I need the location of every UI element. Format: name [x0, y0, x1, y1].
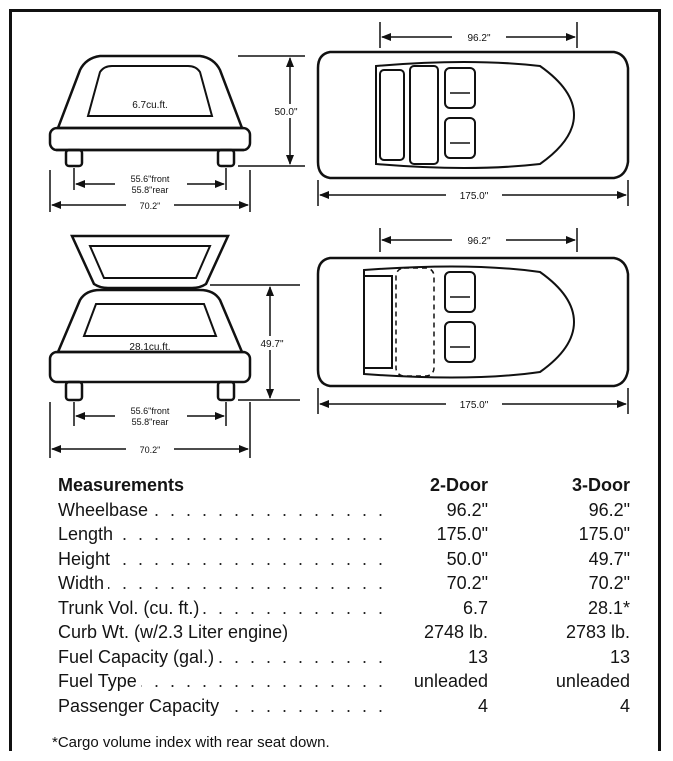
two-door-top-view	[316, 50, 630, 180]
three-door-track-front: 55.6"front	[131, 406, 170, 416]
three-door-value: 4	[619, 695, 630, 716]
two-door-value: 2748 lb.	[423, 622, 488, 642]
two-door-wheelbase-label: 96.2"	[467, 33, 490, 44]
two-door-value: unleaded	[413, 671, 488, 691]
table-row: . . . . . . . . . . . . . . . . . . . . …	[58, 548, 648, 573]
three-door-value: 2783 lb.	[565, 622, 630, 642]
two-door-value: 70.2"	[446, 573, 488, 593]
three-door-value: 49.7"	[588, 548, 630, 569]
row-label-text: Trunk Vol. (cu. ft.)	[58, 597, 204, 618]
two-door-track-rear: 55.8"rear	[132, 185, 169, 195]
table-row: Curb Wt. (w/2.3 Liter engine) 2748 lb. 278…	[58, 621, 648, 646]
two-door-value: 96.2"	[446, 499, 488, 520]
two-door-track-front: 55.6"front	[131, 174, 170, 184]
row-label: Curb Wt. (w/2.3 Liter engine)	[58, 621, 388, 643]
two-door-value: 6.7	[462, 597, 488, 618]
two-door-width-label: 70.2"	[140, 201, 161, 211]
three-door-top-view	[316, 256, 630, 388]
two-door-value: 13	[467, 646, 488, 667]
three-door-height-label: 49.7"	[260, 339, 283, 350]
vehicle-dimension-drawings: 6.7cu.ft. 50.0" 55.6"front 55.8"rear 70.…	[48, 22, 630, 458]
two-door-value: 50.0"	[446, 548, 488, 569]
table-row: . . . . . . . . . . . . . . . . . . . . …	[58, 597, 648, 622]
row-label-text: Curb Wt. (w/2.3 Liter engine)	[58, 622, 293, 642]
table-row: . . . . . . . . . . . . . . . . . . . . …	[58, 646, 648, 671]
row-label-text: Wheelbase	[58, 499, 153, 520]
header-measurements: Measurements	[58, 475, 185, 495]
two-door-height-label: 50.0"	[274, 107, 297, 118]
row-label-text: Length	[58, 524, 118, 544]
leader-dots: . . . . . . . . . . . . . . . . . . . . …	[58, 573, 388, 593]
measurements-table: Measurements 2-Door 3-Door . . . . . . .…	[58, 474, 648, 719]
three-door-wheelbase-label: 96.2"	[467, 236, 490, 247]
three-door-value: 28.1*	[587, 597, 630, 618]
two-door-length-label: 175.0"	[460, 191, 489, 202]
row-label: . . . . . . . . . . . . . . . . . . . . …	[58, 499, 388, 521]
two-door-value: 175.0"	[436, 524, 488, 544]
three-door-value: 70.2"	[588, 573, 630, 593]
table-row: . . . . . . . . . . . . . . . . . . . . …	[58, 670, 648, 695]
header-three-door: 3-Door	[572, 475, 630, 495]
table-row: . . . . . . . . . . . . . . . . . . . . …	[58, 572, 648, 597]
two-door-trunk-volume: 6.7cu.ft.	[132, 100, 168, 111]
footnote: *Cargo volume index with rear seat down.	[52, 734, 330, 751]
row-label: . . . . . . . . . . . . . . . . . . . . …	[58, 670, 388, 692]
row-label-text: Fuel Type	[58, 671, 141, 691]
three-door-track-rear: 55.8"rear	[132, 417, 169, 427]
row-label: . . . . . . . . . . . . . . . . . . . . …	[58, 523, 388, 545]
page-border	[9, 9, 661, 751]
row-label: . . . . . . . . . . . . . . . . . . . . …	[58, 548, 388, 570]
three-door-cargo-volume: 28.1cu.ft.	[129, 342, 170, 353]
three-door-value: unleaded	[555, 671, 630, 691]
three-door-value: 175.0"	[578, 524, 630, 544]
row-label-text: Fuel Capacity (gal.)	[58, 646, 219, 667]
row-label: . . . . . . . . . . . . . . . . . . . . …	[58, 695, 388, 717]
row-label: . . . . . . . . . . . . . . . . . . . . …	[58, 646, 388, 668]
table-header: Measurements 2-Door 3-Door	[58, 474, 648, 499]
three-door-length-label: 175.0"	[460, 400, 489, 411]
two-door-rear-view	[48, 54, 252, 168]
row-label: . . . . . . . . . . . . . . . . . . . . …	[58, 572, 388, 594]
row-label-text: Passenger Capacity	[58, 695, 224, 716]
row-label-text: Height	[58, 548, 115, 569]
row-label-text: Width	[58, 573, 109, 593]
three-door-width-label: 70.2"	[140, 445, 161, 455]
two-door-value: 4	[477, 695, 488, 716]
header-two-door: 2-Door	[430, 475, 488, 495]
leader-dots: . . . . . . . . . . . . . . . . . . . . …	[58, 524, 388, 544]
three-door-rear-view	[48, 234, 252, 402]
table-row: . . . . . . . . . . . . . . . . . . . . …	[58, 499, 648, 524]
three-door-value: 96.2"	[588, 499, 630, 520]
three-door-value: 13	[609, 646, 630, 667]
row-label: . . . . . . . . . . . . . . . . . . . . …	[58, 597, 388, 619]
leader-dots: . . . . . . . . . . . . . . . . . . . . …	[58, 548, 388, 569]
table-row: . . . . . . . . . . . . . . . . . . . . …	[58, 695, 648, 720]
table-row: . . . . . . . . . . . . . . . . . . . . …	[58, 523, 648, 548]
